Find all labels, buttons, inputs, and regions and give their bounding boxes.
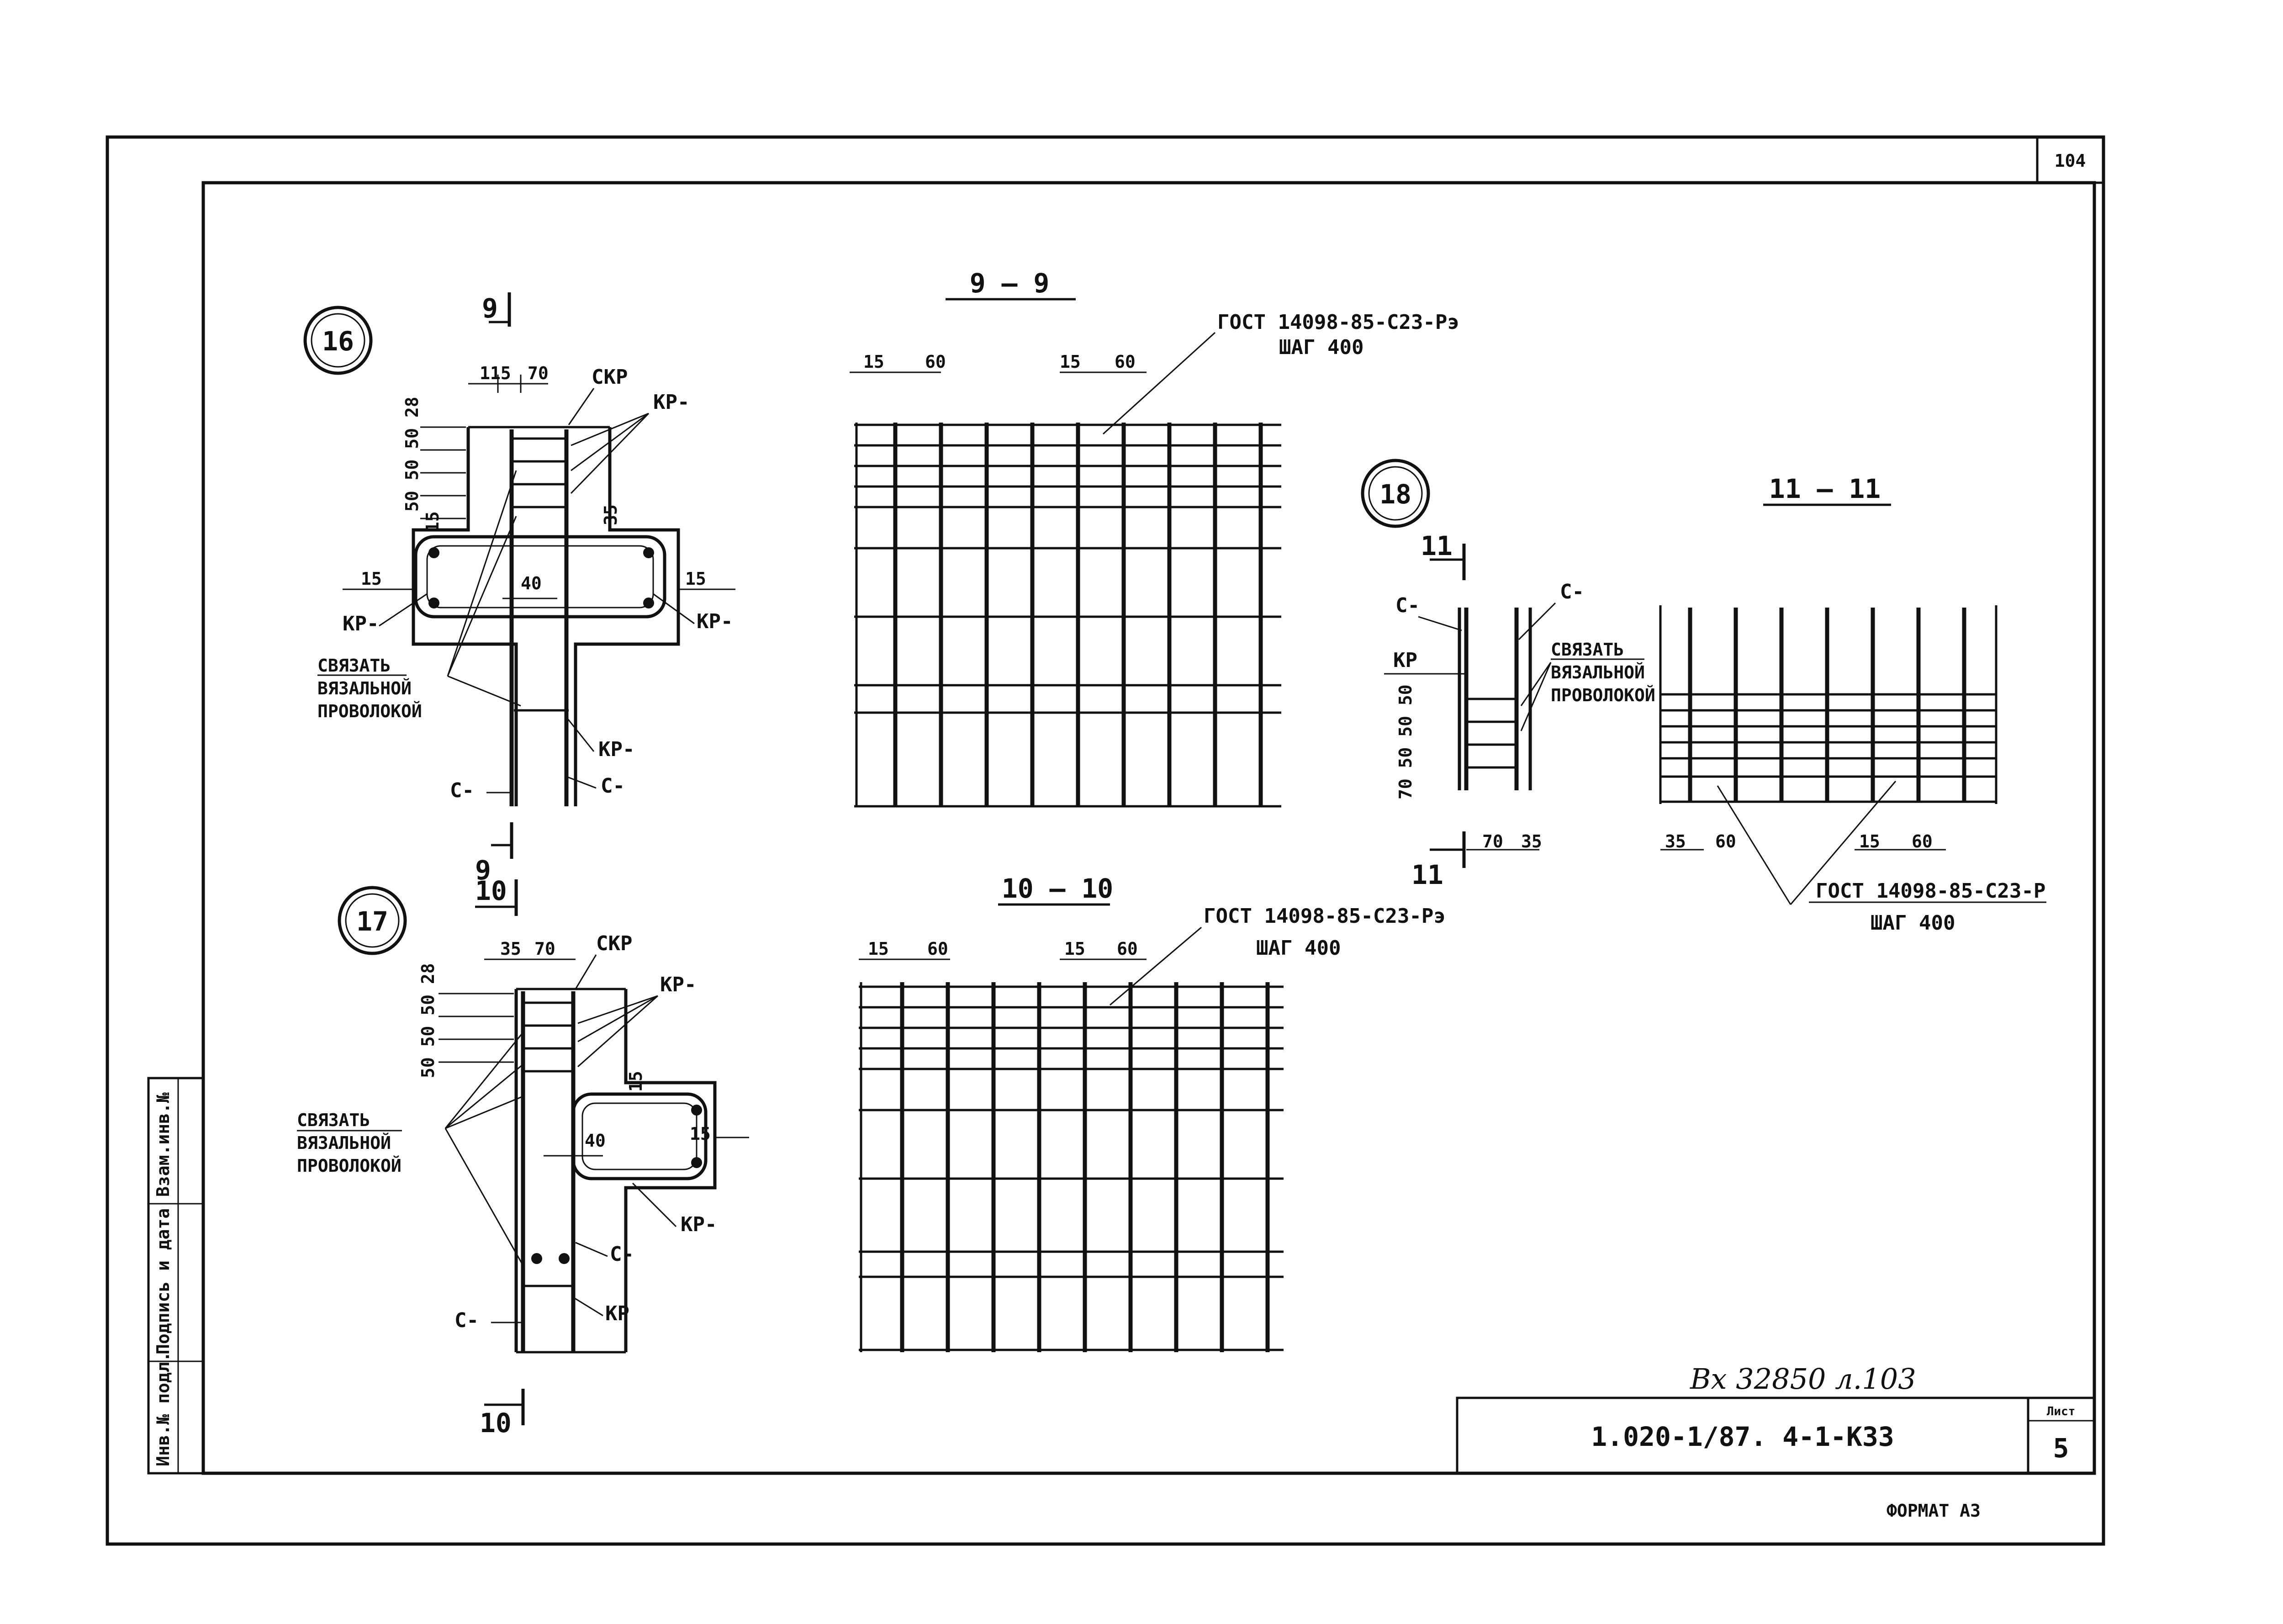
node-16-dim-40: 40 [521, 573, 542, 593]
node-17-label-c-left: С- [454, 1309, 479, 1332]
section-9-9-step: ШАГ 400 [1279, 336, 1363, 359]
node-16-dim-35: 35 [601, 504, 621, 525]
node-18: 18 11 11 С- С- КР 70 50 50 50 70 35 СВЯЗ… [1361, 459, 1655, 890]
node-17-dim-35: 35 [500, 939, 521, 959]
section-11-11-title: 11 — 11 [1769, 473, 1881, 504]
section-9-9-dim-60b: 60 [1115, 352, 1136, 372]
node-18-label-c-left: С- [1395, 594, 1420, 617]
node-16-dim-15-left: 15 [361, 569, 382, 589]
section-9-9-grid [854, 423, 1281, 808]
side-stamp-label-3: Взам.инв.№ [153, 1092, 173, 1197]
section-9-mark-bottom: 9 [475, 855, 491, 886]
node-16-label-skr: СКР [592, 365, 628, 389]
node-17-dim-70: 70 [534, 939, 555, 959]
node-17-dim-vert: 50 50 50 28 [418, 963, 438, 1078]
node-17-note-1: СВЯЗАТЬ [297, 1110, 370, 1130]
node-16-number: 16 [322, 326, 354, 357]
section-10-mark-top: 10 [475, 875, 507, 906]
node-18-dim-vert: 70 50 50 50 [1395, 684, 1416, 799]
node-17-dim-15-b: 15 [690, 1124, 711, 1144]
section-9-9-gost: ГОСТ 14098-85-С23-Рэ [1217, 311, 1459, 334]
node-17-note-2: ВЯЗАЛЬНОЙ [297, 1133, 391, 1153]
node-16-dim-15v: 15 [423, 511, 443, 532]
node-18-label-c-right: С- [1560, 580, 1584, 603]
node-18-dim-35: 35 [1521, 831, 1542, 852]
node-16: 16 9 9 115 70 50 50 50 28 1 [303, 292, 735, 886]
node-16-label-kr-right: КР- [697, 610, 733, 633]
node-18-number: 18 [1379, 479, 1411, 510]
node-18-note-1: СВЯЗАТЬ [1551, 640, 1624, 660]
node-17: 17 10 10 35 70 50 50 50 28 15 [297, 875, 749, 1439]
section-11-11: 11 — 11 35 60 15 60 ГОСТ 14098-85-С23-Р [1659, 473, 2046, 935]
section-11-mark-top: 11 [1421, 530, 1453, 561]
node-17-dim-40: 40 [585, 1131, 606, 1151]
section-10-10-dim-60b: 60 [1117, 939, 1138, 959]
section-10-10: 10 — 10 ГОСТ 14098-85-С23-Рэ ШАГ 400 15 … [859, 873, 1446, 1352]
node-16-label-kr-bottom: КР- [598, 738, 634, 761]
section-11-11-dim-60b: 60 [1912, 831, 1933, 852]
node-16-dim-70: 70 [528, 363, 549, 383]
section-11-11-dim-35: 35 [1665, 831, 1686, 852]
section-9-9: 9 — 9 ГОСТ 14098-85-С23-Рэ ШАГ 400 15 60… [850, 268, 1459, 808]
node-17-label-kr-right: КР- [681, 1213, 717, 1236]
section-11-11-dim-60a: 60 [1715, 831, 1736, 852]
section-11-11-dim-15: 15 [1859, 831, 1880, 852]
section-9-9-dim-15a: 15 [863, 352, 884, 372]
drawing-code: 1.020-1/87. 4-1-К33 [1591, 1421, 1894, 1452]
section-11-mark-bottom: 11 [1411, 859, 1443, 890]
sheet-number-box: 104 [2036, 136, 2105, 184]
node-16-dim-15-right: 15 [685, 569, 706, 589]
section-10-10-dim-15b: 15 [1064, 939, 1085, 959]
outer-frame [106, 135, 2105, 1546]
section-11-11-step: ШАГ 400 [1871, 911, 1955, 935]
section-10-10-grid [859, 982, 1284, 1352]
section-11-11-grid [1659, 605, 1998, 804]
node-18-label-kr: КР [1393, 649, 1417, 672]
node-17-note-3: ПРОВОЛОКОЙ [297, 1156, 402, 1176]
side-stamp-label-1: Инв.№ подл. [153, 1351, 173, 1466]
node-17-label-kr-bottom: КР [605, 1302, 629, 1325]
node-17-marker [338, 886, 407, 955]
format-label: ФОРМАТ А3 [1887, 1501, 1981, 1521]
section-9-9-title: 9 — 9 [970, 268, 1050, 299]
list-label: Лист [2047, 1405, 2076, 1418]
section-10-10-step: ШАГ 400 [1256, 936, 1341, 960]
node-16-marker [303, 306, 373, 375]
list-number: 5 [2053, 1433, 2069, 1464]
node-18-note-2: ВЯЗАЛЬНОЙ [1551, 662, 1645, 682]
section-11-11-gost: ГОСТ 14098-85-С23-Р [1816, 879, 2045, 903]
sheet-number: 104 [2055, 151, 2086, 171]
node-18-marker [1361, 459, 1430, 528]
handwritten-ref: Вх 32850 л.103 [1690, 1362, 1916, 1396]
side-stamp-label-2: Подпись и дата [153, 1208, 173, 1354]
node-17-label-c-mid: С- [610, 1243, 634, 1266]
node-16-dim-115: 115 [480, 363, 511, 383]
section-10-mark-bottom: 10 [480, 1407, 512, 1439]
inner-frame [201, 181, 2096, 1475]
section-10-10-dim-60a: 60 [927, 939, 948, 959]
node-17-number: 17 [356, 906, 388, 937]
node-16-note-1: СВЯЗАТЬ [317, 656, 391, 676]
node-16-note-3: ПРОВОЛОКОЙ [317, 701, 422, 721]
node-17-dim-15-a: 15 [626, 1071, 646, 1092]
node-16-dim-vert: 50 50 50 28 [402, 397, 422, 512]
section-9-mark-top: 9 [482, 293, 498, 324]
node-16-label-kr-top: КР- [653, 391, 689, 414]
node-16-label-kr-left: КР- [343, 612, 379, 635]
node-16-label-c-left: С- [450, 779, 474, 802]
node-17-label-skr: СКР [596, 932, 632, 955]
node-17-label-kr-top: КР- [660, 973, 696, 996]
section-10-10-title: 10 — 10 [1002, 873, 1113, 904]
side-stamp: Инв.№ подл. Подпись и дата Взам.инв.№ [147, 1077, 205, 1475]
section-10-10-dim-15a: 15 [868, 939, 889, 959]
node-16-label-c-right: С- [601, 774, 625, 798]
node-16-note-2: ВЯЗАЛЬНОЙ [317, 678, 412, 698]
node-18-note-3: ПРОВОЛОКОЙ [1551, 685, 1655, 705]
section-9-9-dim-15b: 15 [1060, 352, 1081, 372]
node-18-dim-70: 70 [1482, 831, 1503, 852]
section-9-9-dim-60a: 60 [925, 352, 946, 372]
title-block: 1.020-1/87. 4-1-К33 Лист 5 Вх 32850 л.10… [1456, 1362, 2096, 1475]
section-10-10-gost: ГОСТ 14098-85-С23-Рэ [1204, 905, 1446, 928]
